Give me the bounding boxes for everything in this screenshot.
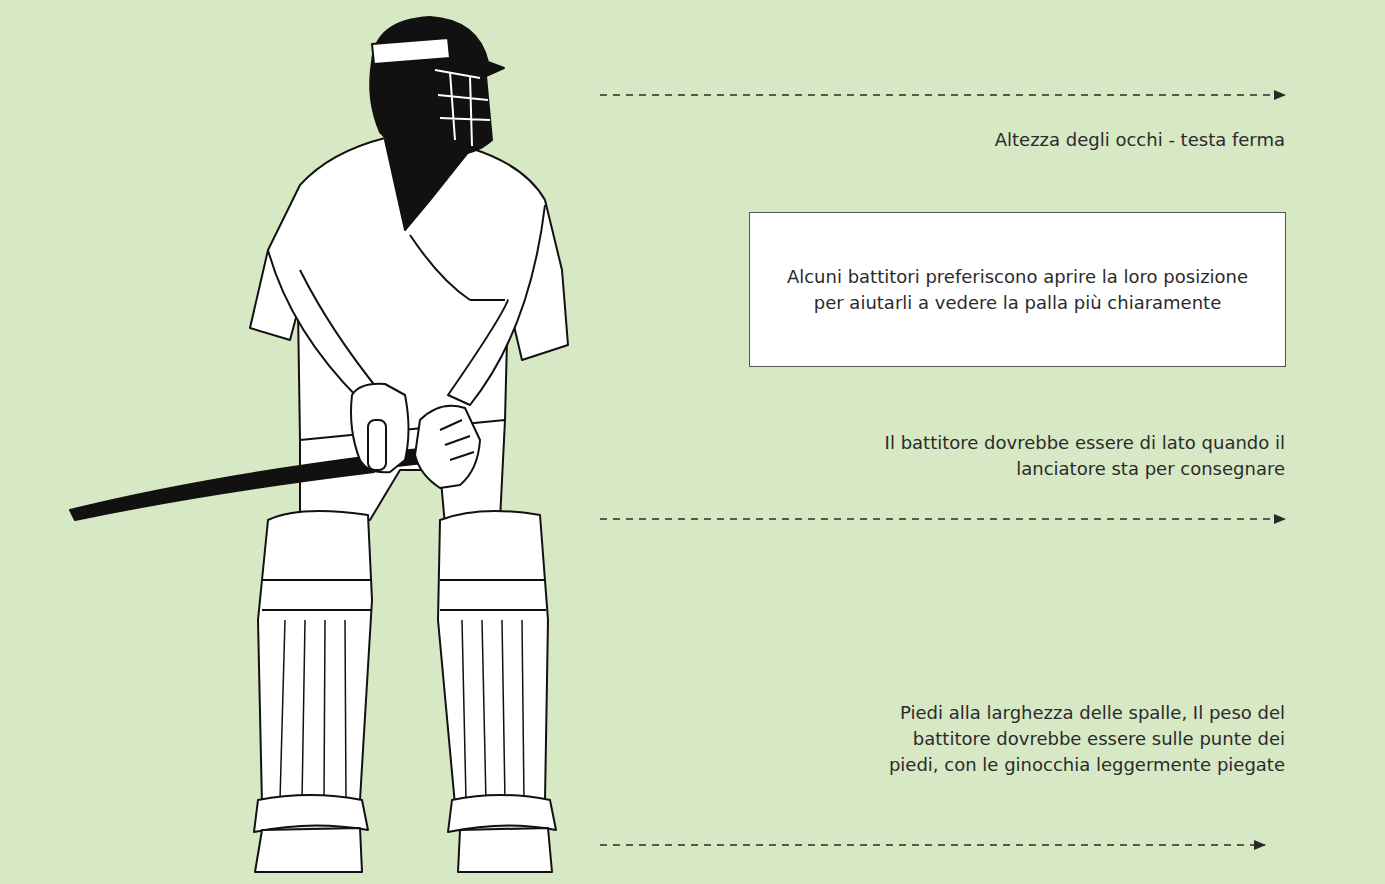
guide-arrow bbox=[600, 518, 1285, 520]
batsman-figure bbox=[70, 17, 568, 872]
note-box: Alcuni battitori preferiscono aprire la … bbox=[749, 212, 1286, 367]
note-text: Alcuni battitori preferiscono aprire la … bbox=[774, 264, 1261, 316]
annotation-text: Piedi alla larghezza delle spalle, Il pe… bbox=[885, 700, 1285, 778]
guide-arrow bbox=[600, 844, 1265, 846]
guide-arrow bbox=[600, 94, 1285, 96]
annotation-text: Il battitore dovrebbe essere di lato qua… bbox=[865, 430, 1285, 482]
annotation-text: Altezza degli occhi - testa ferma bbox=[765, 127, 1285, 153]
